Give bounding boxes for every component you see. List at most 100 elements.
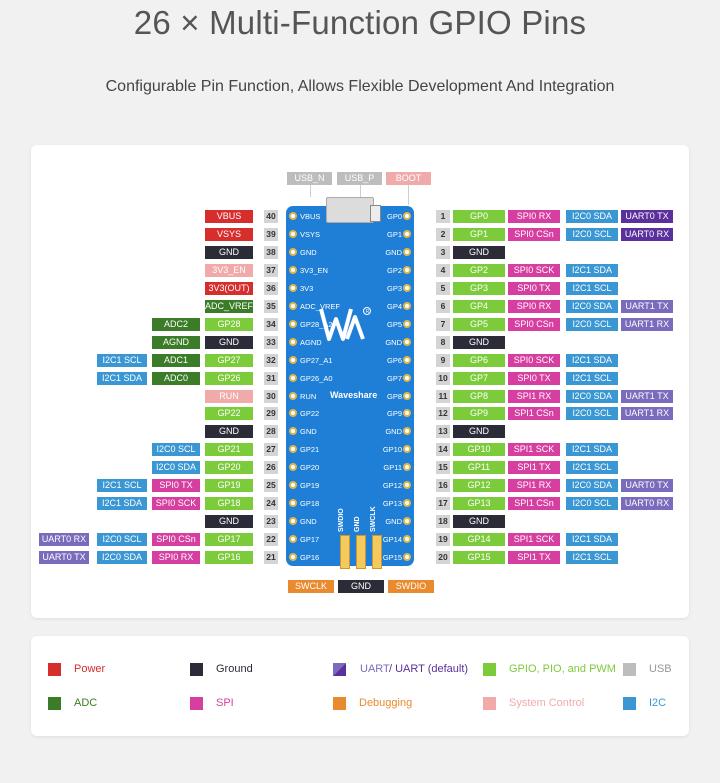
pin-label: UART1 TX: [621, 390, 673, 403]
svg-text:R: R: [366, 309, 370, 315]
pin-number-22: 22: [264, 533, 278, 546]
pin-label: I2C0 SCL: [152, 443, 200, 456]
pin-label: SPI1 SCK: [508, 533, 560, 546]
pin-pad: [289, 427, 297, 435]
board-pin-label: ADC_VREF: [300, 302, 341, 311]
pin-label: UART0 TX: [621, 210, 673, 223]
pin-pad: [289, 266, 297, 274]
pin-label: UART0 RX: [621, 228, 673, 241]
pin-pad: [289, 445, 297, 453]
pin-number-4: 4: [436, 264, 450, 277]
boot-connector-line: [408, 185, 409, 205]
board-pin-label: GP7: [386, 374, 402, 383]
board-pin-label: 3V3_EN: [300, 266, 328, 275]
pin-label: GP20: [205, 461, 253, 474]
pin-number-14: 14: [436, 443, 450, 456]
legend-swatch-uart: [333, 663, 346, 676]
legend-label-ground: Ground: [216, 663, 253, 675]
pin-number-27: 27: [264, 443, 278, 456]
board-swd-label: GND: [354, 516, 361, 532]
pin-label: ADC1: [152, 354, 200, 367]
pin-label: GP21: [205, 443, 253, 456]
pin-pad: [289, 409, 297, 417]
pin-label: I2C0 SDA: [152, 461, 200, 474]
pin-label: GP0: [453, 210, 505, 223]
boot-button: [370, 205, 381, 222]
pin-label: GP6: [453, 354, 505, 367]
pin-pad: [289, 535, 297, 543]
board-pin-label: GND: [300, 517, 317, 526]
pin-label: SPI1 CSn: [508, 407, 560, 420]
pin-number-37: 37: [264, 264, 278, 277]
board-pin-label: GND: [300, 427, 317, 436]
pin-pad: [403, 445, 411, 453]
legend-label-gpio: GPIO, PIO, and PWM: [509, 663, 616, 675]
pin-label: I2C0 SDA: [97, 551, 147, 564]
board-pin-label: GP19: [300, 481, 320, 490]
pin-pad: [289, 392, 297, 400]
pin-label: UART0 TX: [39, 551, 89, 564]
board-pin-label: GP21: [300, 445, 320, 454]
pin-label: AGND: [152, 336, 200, 349]
board-pin-label: GND: [385, 248, 402, 257]
board-pin-label: GP11: [383, 463, 402, 472]
pin-label: VBUS: [205, 210, 253, 223]
pin-label: SPI0 TX: [508, 372, 560, 385]
pin-label: GP8: [453, 390, 505, 403]
pin-number-15: 15: [436, 461, 450, 474]
board-pin-label: GP18: [300, 499, 320, 508]
pin-number-35: 35: [264, 300, 278, 313]
pin-label: SPI0 TX: [152, 479, 200, 492]
pin-pad: [289, 320, 297, 328]
pin-number-2: 2: [436, 228, 450, 241]
pin-label: SPI0 RX: [152, 551, 200, 564]
pin-label: SPI0 SCK: [508, 354, 560, 367]
pin-label: SPI0 RX: [508, 300, 560, 313]
pin-label: I2C0 SCL: [566, 407, 618, 420]
pin-label: I2C1 SDA: [566, 443, 618, 456]
legend-label-debug: Debugging: [359, 697, 413, 709]
pin-label: GP27: [205, 354, 253, 367]
legend-swatch-usb: [623, 663, 636, 676]
board-pin-label: GP12: [382, 481, 402, 490]
pin-label: 3V3_EN: [205, 264, 253, 277]
bottom-label-gnd: GND: [338, 580, 384, 593]
pin-label: I2C1 SDA: [566, 354, 618, 367]
board-pin-label: AGND: [300, 338, 322, 347]
pin-pad: [289, 463, 297, 471]
board-pin-label: RUN: [300, 392, 317, 401]
pin-pad: [403, 517, 411, 525]
pin-number-29: 29: [264, 407, 278, 420]
pin-number-39: 39: [264, 228, 278, 241]
pin-label: SPI0 CSn: [508, 228, 560, 241]
legend-label-power: Power: [74, 663, 106, 675]
pin-label: I2C1 SCL: [566, 461, 618, 474]
pin-label: GP12: [453, 479, 505, 492]
usb-connector-line: [310, 185, 311, 197]
board-pin-label: VBUS: [300, 212, 321, 221]
pin-number-31: 31: [264, 372, 278, 385]
pin-number-17: 17: [436, 497, 450, 510]
board-pin-label: GP10: [382, 445, 402, 454]
pin-label: I2C1 SCL: [97, 354, 147, 367]
pin-label: I2C0 SDA: [566, 479, 618, 492]
pin-label: I2C0 SCL: [566, 228, 618, 241]
pin-pad: [403, 553, 411, 561]
pin-pad: [403, 409, 411, 417]
pin-label: GP5: [453, 318, 505, 331]
legend-card: [31, 636, 689, 736]
pin-number-26: 26: [264, 461, 278, 474]
pin-number-13: 13: [436, 425, 450, 438]
pin-label: GND: [205, 515, 253, 528]
pin-number-1: 1: [436, 210, 450, 223]
pin-number-23: 23: [264, 515, 278, 528]
pin-pad: [289, 302, 297, 310]
board-pin-label: GP2: [386, 266, 402, 275]
pin-label: GP19: [205, 479, 253, 492]
pin-number-16: 16: [436, 479, 450, 492]
pin-label: I2C1 SDA: [97, 497, 147, 510]
board-pin-label: GND: [385, 427, 402, 436]
pin-label: I2C1 SCL: [566, 372, 618, 385]
pin-label: UART0 RX: [39, 533, 89, 546]
top-label-usb-p: USB_P: [337, 172, 382, 185]
